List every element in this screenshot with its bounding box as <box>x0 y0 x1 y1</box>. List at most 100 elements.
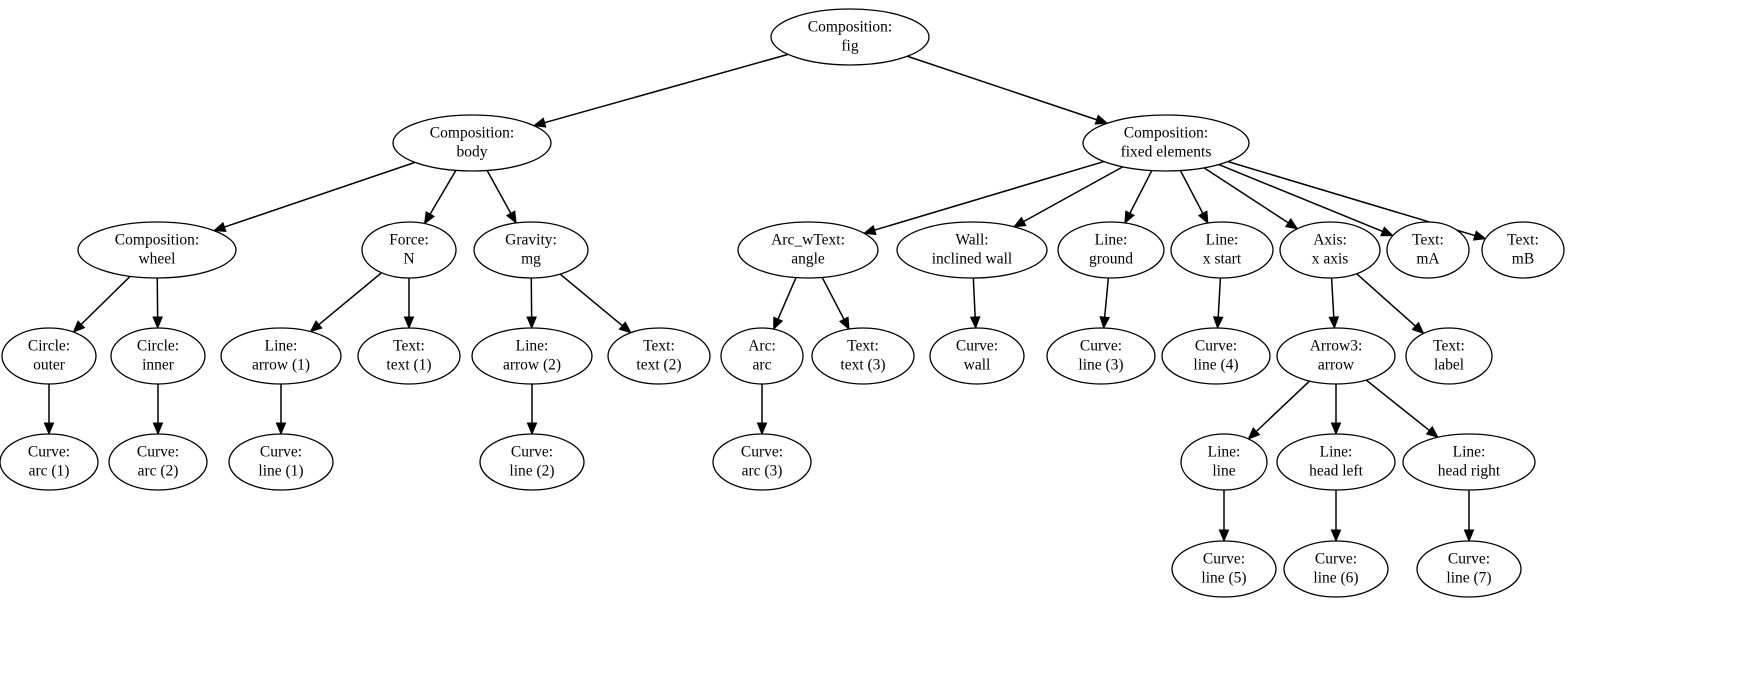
arrowhead-arrow3-to-lineheadl <box>1330 422 1342 436</box>
node-shape-fig[interactable] <box>770 8 930 66</box>
arrowhead-arrow3-to-lineline <box>1247 427 1261 440</box>
arrowhead-arcwtext-to-arcarc <box>773 316 784 331</box>
node-shape-arcarc[interactable] <box>720 327 804 385</box>
node-curvearc2[interactable]: Curve:arc (2) <box>108 433 208 491</box>
node-shape-curveline3[interactable] <box>1046 327 1156 385</box>
node-curveline7[interactable]: Curve:line (7) <box>1416 540 1522 598</box>
node-label-type-lineheadl: Line: <box>1320 444 1353 461</box>
node-shape-body[interactable] <box>392 114 552 172</box>
node-label-name-curveline4: line (4) <box>1193 357 1238 374</box>
node-shape-curveline1[interactable] <box>228 433 334 491</box>
node-curveline2[interactable]: Curve:line (2) <box>479 433 585 491</box>
node-shape-curveline6[interactable] <box>1283 540 1389 598</box>
node-linearrow2[interactable]: Line:arrow (2) <box>471 327 593 385</box>
node-label-name-circinner: inner <box>142 357 175 374</box>
node-circouter[interactable]: Circle:outer <box>1 327 97 385</box>
node-curvewall[interactable]: Curve:wall <box>929 327 1025 385</box>
node-curvearc3[interactable]: Curve:arc (3) <box>712 433 812 491</box>
node-lineheadl[interactable]: Line:head left <box>1276 433 1396 491</box>
node-shape-texttext3[interactable] <box>811 327 915 385</box>
node-shape-curveline5[interactable] <box>1171 540 1277 598</box>
node-shape-curvearc1[interactable] <box>0 433 99 491</box>
node-shape-curveline2[interactable] <box>479 433 585 491</box>
node-shape-linearrow1[interactable] <box>220 327 342 385</box>
arrowhead-circinner-to-curvearc2 <box>152 422 164 436</box>
node-xaxis[interactable]: Axis:x axis <box>1279 221 1381 279</box>
node-circinner[interactable]: Circle:inner <box>110 327 206 385</box>
node-texttext2[interactable]: Text:text (2) <box>607 327 711 385</box>
node-shape-circouter[interactable] <box>1 327 97 385</box>
node-shape-xaxis[interactable] <box>1279 221 1381 279</box>
node-label-type-forceN: Force: <box>389 232 429 249</box>
node-shape-textmA[interactable] <box>1386 221 1470 279</box>
node-shape-arrow3[interactable] <box>1276 327 1396 385</box>
arrowhead-xstart-to-curveline4 <box>1212 316 1224 330</box>
node-shape-wall[interactable] <box>896 221 1048 279</box>
node-label-name-ground: ground <box>1089 251 1133 268</box>
arrowhead-fixed-to-xstart <box>1197 210 1209 225</box>
node-shape-lineline[interactable] <box>1180 433 1268 491</box>
node-label-name-texttext1: text (1) <box>386 357 431 374</box>
node-shape-curvearc3[interactable] <box>712 433 812 491</box>
node-xstart[interactable]: Line:x start <box>1170 221 1274 279</box>
node-shape-circinner[interactable] <box>110 327 206 385</box>
node-arcarc[interactable]: Arc:arc <box>720 327 804 385</box>
node-fig[interactable]: Composition:fig <box>770 8 930 66</box>
node-shape-fixed[interactable] <box>1082 114 1250 172</box>
node-curveline5[interactable]: Curve:line (5) <box>1171 540 1277 598</box>
node-textmA[interactable]: Text:mA <box>1386 221 1470 279</box>
node-fixed[interactable]: Composition:fixed elements <box>1082 114 1250 172</box>
node-shape-linearrow2[interactable] <box>471 327 593 385</box>
node-shape-wheel[interactable] <box>77 221 237 279</box>
node-shape-gravity[interactable] <box>473 221 589 279</box>
node-curveline6[interactable]: Curve:line (6) <box>1283 540 1389 598</box>
node-label-name-curveline2: line (2) <box>509 463 554 480</box>
node-wall[interactable]: Wall:inclined wall <box>896 221 1048 279</box>
node-textlabel[interactable]: Text:label <box>1405 327 1493 385</box>
node-label-type-fixed: Composition: <box>1124 125 1208 142</box>
node-ground[interactable]: Line:ground <box>1057 221 1165 279</box>
node-label-type-curveline5: Curve: <box>1203 551 1245 568</box>
node-shape-curveline7[interactable] <box>1416 540 1522 598</box>
node-label-name-textlabel: label <box>1434 357 1464 374</box>
node-label-name-curvewall: wall <box>964 357 991 374</box>
node-curvearc1[interactable]: Curve:arc (1) <box>0 433 99 491</box>
node-curveline4[interactable]: Curve:line (4) <box>1161 327 1271 385</box>
node-curveline1[interactable]: Curve:line (1) <box>228 433 334 491</box>
node-shape-texttext1[interactable] <box>357 327 461 385</box>
node-wheel[interactable]: Composition:wheel <box>77 221 237 279</box>
node-label-name-body: body <box>457 144 488 161</box>
node-arrow3[interactable]: Arrow3:arrow <box>1276 327 1396 385</box>
node-arcwtext[interactable]: Arc_wText:angle <box>737 221 879 279</box>
node-body[interactable]: Composition:body <box>392 114 552 172</box>
arrowhead-lineline-to-curveline5 <box>1218 529 1230 543</box>
node-shape-textmB[interactable] <box>1481 221 1565 279</box>
node-texttext3[interactable]: Text:text (3) <box>811 327 915 385</box>
node-shape-lineheadl[interactable] <box>1276 433 1396 491</box>
node-shape-arcwtext[interactable] <box>737 221 879 279</box>
node-linearrow1[interactable]: Line:arrow (1) <box>220 327 342 385</box>
edge-fig-to-fixed <box>907 55 1097 121</box>
edge-fixed-to-wall <box>1023 166 1124 223</box>
node-shape-textlabel[interactable] <box>1405 327 1493 385</box>
node-lineline[interactable]: Line:line <box>1180 433 1268 491</box>
node-label-name-linearrow1: arrow (1) <box>252 357 310 374</box>
arrowhead-fixed-to-arcwtext <box>862 224 877 236</box>
node-shape-forceN[interactable] <box>361 221 457 279</box>
node-shape-ground[interactable] <box>1057 221 1165 279</box>
node-texttext1[interactable]: Text:text (1) <box>357 327 461 385</box>
node-forceN[interactable]: Force:N <box>361 221 457 279</box>
node-gravity[interactable]: Gravity:mg <box>473 221 589 279</box>
node-shape-curveline4[interactable] <box>1161 327 1271 385</box>
node-shape-texttext2[interactable] <box>607 327 711 385</box>
arrowhead-xaxis-to-textlabel <box>1411 321 1425 335</box>
node-label-type-wheel: Composition: <box>115 232 199 249</box>
node-lineheadr[interactable]: Line:head right <box>1402 433 1536 491</box>
node-shape-curvearc2[interactable] <box>108 433 208 491</box>
node-label-name-curvearc3: arc (3) <box>742 463 783 480</box>
node-curveline3[interactable]: Curve:line (3) <box>1046 327 1156 385</box>
node-textmB[interactable]: Text:mB <box>1481 221 1565 279</box>
node-shape-xstart[interactable] <box>1170 221 1274 279</box>
node-shape-curvewall[interactable] <box>929 327 1025 385</box>
node-shape-lineheadr[interactable] <box>1402 433 1536 491</box>
